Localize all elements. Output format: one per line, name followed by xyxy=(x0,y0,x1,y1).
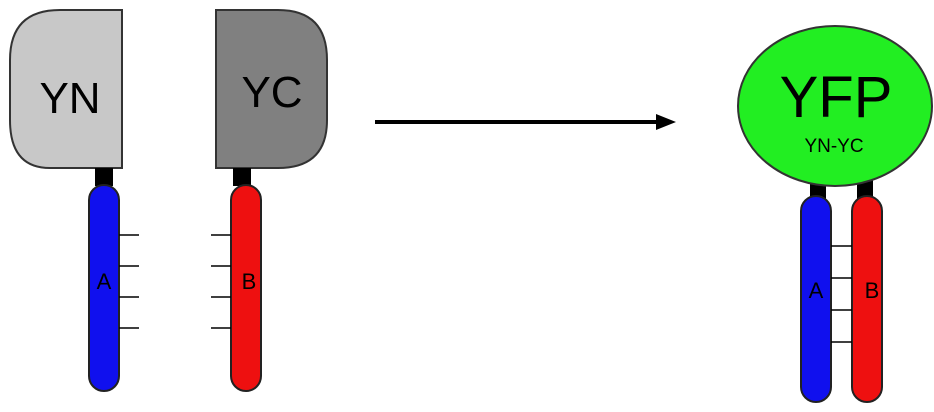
yc-fragment xyxy=(215,9,328,169)
protein-a-right xyxy=(800,195,832,403)
protein-a-right-label: A xyxy=(809,278,824,303)
protein-b-left-label: B xyxy=(242,269,257,294)
yc-label: YC xyxy=(241,68,302,117)
yn-yc-label: YN-YC xyxy=(804,136,863,157)
arrow-head-icon xyxy=(656,114,676,130)
interaction-ticks-b xyxy=(211,234,231,329)
protein-b-right xyxy=(851,195,883,403)
yn-linker xyxy=(95,168,113,186)
reaction-arrow xyxy=(375,114,676,130)
protein-b-right-label: B xyxy=(865,278,880,303)
protein-b-left xyxy=(230,184,262,392)
yc-linker xyxy=(233,168,251,186)
interaction-ticks-a xyxy=(119,234,139,329)
yn-fragment xyxy=(9,9,123,169)
protein-a-left xyxy=(88,184,120,392)
yfp-label: YFP xyxy=(780,65,893,130)
yfp-complex: A B YFP YN-YC xyxy=(737,25,933,403)
yn-label: YN xyxy=(39,74,100,123)
protein-a-left-label: A xyxy=(97,269,112,294)
yc-construct: YC B xyxy=(211,9,328,392)
interaction-bonds xyxy=(831,245,852,343)
yfp-barrel xyxy=(737,25,933,187)
yn-construct: YN A xyxy=(9,9,139,392)
